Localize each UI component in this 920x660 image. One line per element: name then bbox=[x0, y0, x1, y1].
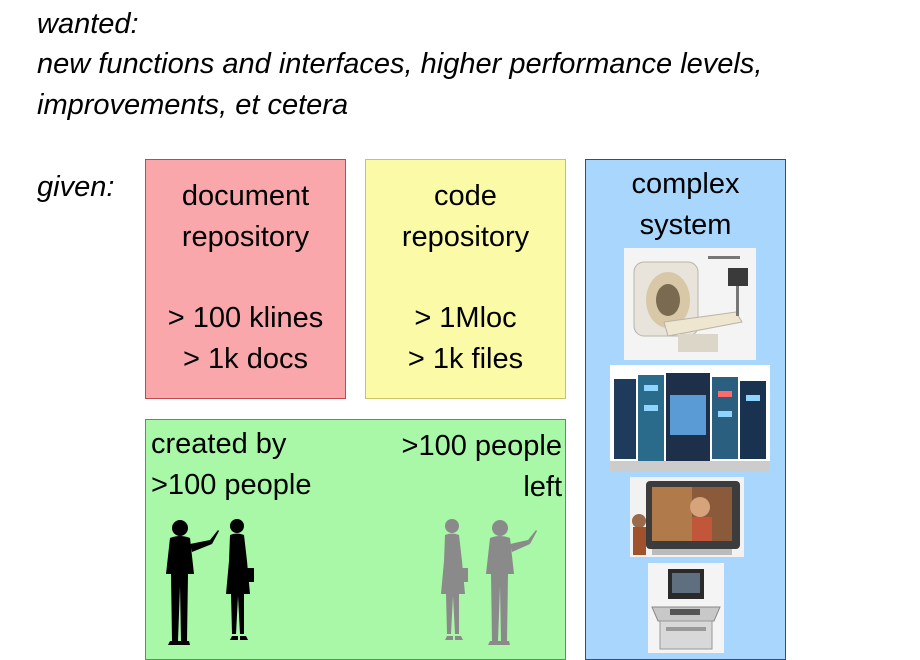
workstation-icon bbox=[648, 563, 724, 653]
wanted-label: wanted: bbox=[37, 8, 139, 40]
created-by-line-2: >100 people bbox=[151, 469, 312, 501]
server-racks-icon bbox=[610, 365, 770, 471]
mri-scanner-icon bbox=[624, 248, 756, 360]
departed-people-silhouettes-icon bbox=[441, 519, 537, 645]
present-people-silhouettes-icon bbox=[166, 519, 254, 645]
code-stat-files: > 1k files bbox=[407, 343, 524, 375]
wanted-line-1: new functions and interfaces, higher per… bbox=[37, 48, 763, 80]
document-repository-box: document repository > 100 klines > 1k do… bbox=[145, 159, 346, 399]
document-stat-lines: > 100 klines bbox=[167, 302, 324, 334]
code-title-line-1: code bbox=[434, 180, 497, 212]
created-by-line-1: created by bbox=[151, 428, 287, 460]
document-stat-docs: > 1k docs bbox=[183, 343, 308, 375]
code-stat-loc: > 1Mloc bbox=[414, 302, 517, 334]
wanted-line-2: improvements, et cetera bbox=[37, 89, 349, 121]
people-left-line-2: left bbox=[523, 471, 562, 503]
people-box: created by >100 people >100 people left bbox=[145, 419, 566, 660]
system-title-line-2: system bbox=[639, 209, 732, 241]
given-label: given: bbox=[37, 171, 115, 203]
code-repository-box: code repository > 1Mloc > 1k files bbox=[365, 159, 566, 399]
document-title-line-1: document bbox=[181, 180, 310, 212]
system-title-line-1: complex bbox=[631, 168, 740, 200]
people-left-line-1: >100 people bbox=[401, 430, 562, 462]
television-icon bbox=[630, 477, 744, 557]
complex-system-box: complex system bbox=[585, 159, 786, 660]
code-title-line-2: repository bbox=[401, 221, 530, 253]
document-title-line-2: repository bbox=[181, 221, 310, 253]
